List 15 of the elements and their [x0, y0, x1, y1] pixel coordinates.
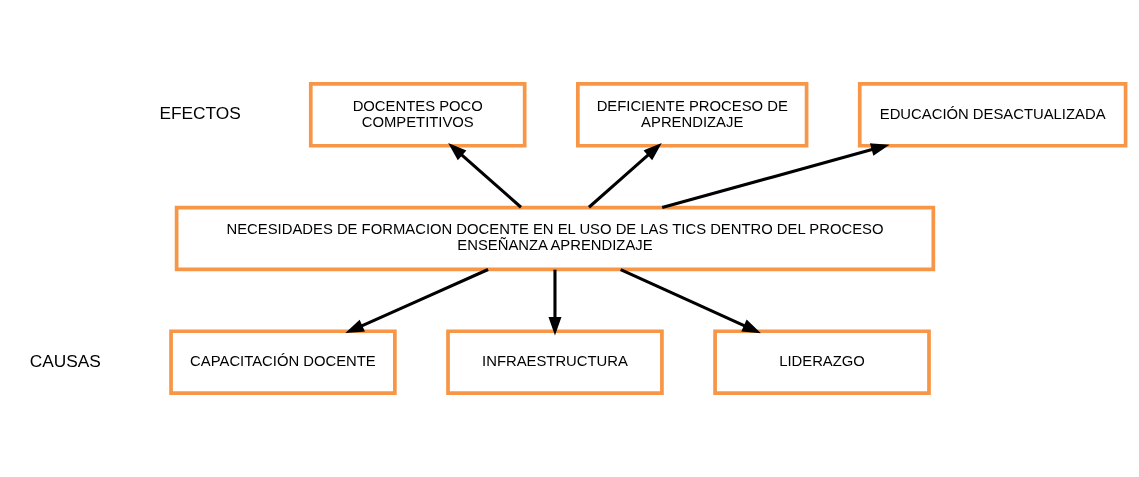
- node-box: CAPACITACIÓN DOCENTE: [169, 329, 397, 395]
- label: EFECTOS: [159, 103, 241, 124]
- node-box: DOCENTES POCO COMPETITIVOS: [308, 82, 527, 148]
- node-box: LIDERAZGO: [713, 329, 931, 395]
- node-box: NECESIDADES DE FORMACION DOCENTE EN EL USO DE LAS TICS DENTRO DEL PROCESO ENSEÑANZA APRENDIZAJE: [174, 205, 936, 272]
- arrow: [548, 269, 562, 336]
- node-box: EDUCACIÓN DESACTUALIZADA: [857, 82, 1128, 148]
- node-box: DEFICIENTE PROCESO DE APRENDIZAJE: [576, 82, 809, 148]
- arrow: [620, 268, 761, 334]
- node-box: INFRAESTRUCTURA: [446, 329, 664, 395]
- arrow: [661, 143, 890, 210]
- arrow: [587, 142, 662, 209]
- arrow: [448, 142, 522, 209]
- label: CAUSAS: [29, 350, 101, 371]
- arrow: [345, 268, 489, 334]
